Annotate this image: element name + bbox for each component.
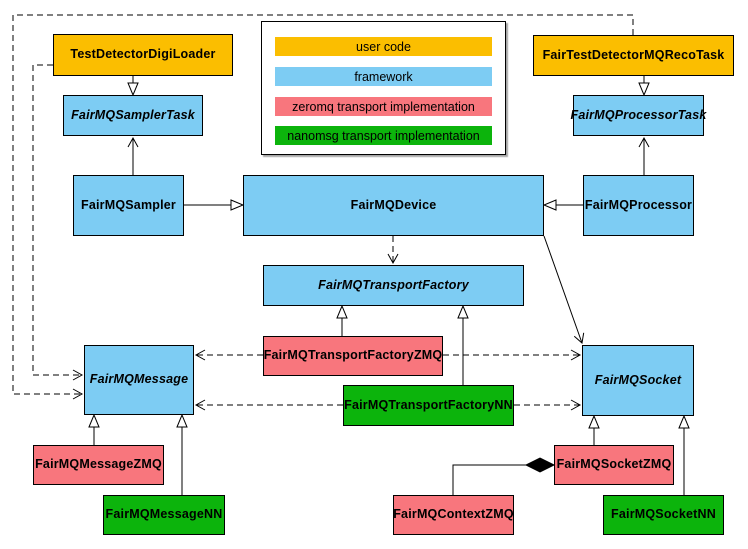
node-fairmq-sampler-task: FairMQSamplerTask (63, 95, 203, 136)
node-fairmq-socket: FairMQSocket (582, 345, 694, 416)
node-fairmq-transport-factory-zmq: FairMQTransportFactoryZMQ (263, 336, 443, 376)
node-test-detector-digi-loader: TestDetectorDigiLoader (53, 34, 233, 76)
node-fairmq-socket-nn: FairMQSocketNN (603, 495, 724, 535)
node-fairmq-transport-factory-nn: FairMQTransportFactoryNN (343, 385, 514, 426)
node-fairmq-processor: FairMQProcessor (583, 175, 694, 236)
legend: user code framework zeromq transport imp… (261, 21, 506, 155)
node-fairmq-message-zmq: FairMQMessageZMQ (33, 445, 164, 485)
node-fairmq-message-nn: FairMQMessageNN (103, 495, 225, 535)
composition-diamond-icon (524, 457, 556, 473)
node-fairmq-sampler: FairMQSampler (73, 175, 184, 236)
edge-device-to-socket (543, 235, 585, 344)
edge-context-zmq-to-socket-zmq (452, 464, 527, 495)
node-fairmq-processor-task: FairMQProcessorTask (570, 95, 706, 136)
node-fair-test-detector-mq-reco-task: FairTestDetectorMQRecoTask (533, 35, 734, 76)
node-fairmq-message: FairMQMessage (84, 345, 194, 415)
node-fairmq-transport-factory: FairMQTransportFactory (263, 265, 524, 306)
legend-item-user-code: user code (275, 37, 492, 56)
node-fairmq-context-zmq: FairMQContextZMQ (393, 495, 514, 535)
legend-item-zeromq: zeromq transport implementation (275, 97, 492, 116)
node-fairmq-device: FairMQDevice (243, 175, 544, 236)
legend-item-framework: framework (275, 67, 492, 86)
legend-item-nanomsg: nanomsg transport implementation (275, 126, 492, 145)
node-fairmq-socket-zmq: FairMQSocketZMQ (554, 445, 674, 485)
